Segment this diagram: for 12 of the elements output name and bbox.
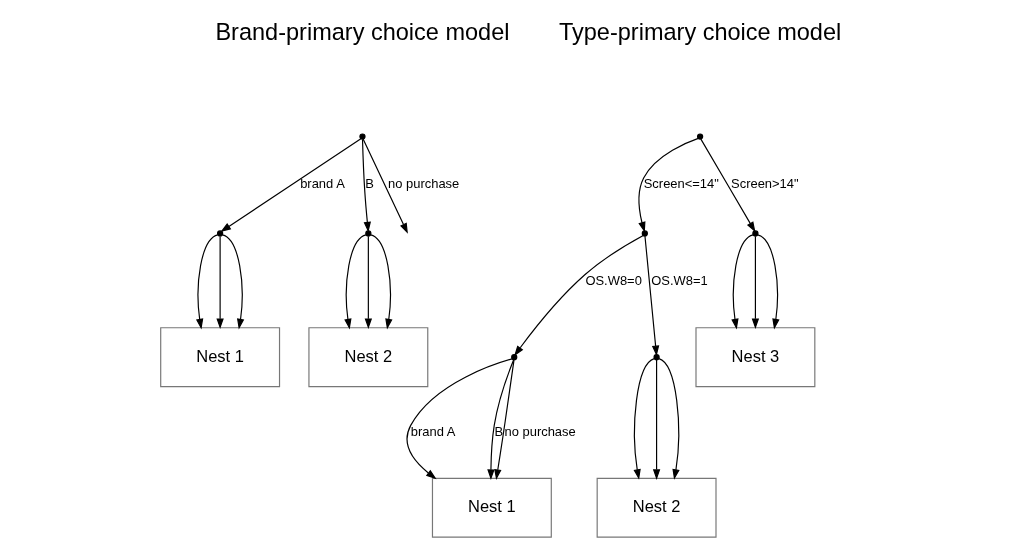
- edge-label: B: [364, 176, 374, 192]
- edge-label: brand A: [410, 423, 455, 439]
- edge-label: no purchase: [387, 176, 459, 192]
- edge-label: Screen<=14": [643, 176, 719, 192]
- edge-label: OS.W8=0: [584, 273, 642, 289]
- edge-label: no purchase: [504, 423, 576, 439]
- edge-label: brand A: [299, 176, 345, 192]
- edge-label: B: [494, 423, 503, 439]
- label: Type-primary choice model: [558, 18, 841, 45]
- edge-label: Screen>14": [730, 176, 799, 192]
- label: Brand-primary choice model: [214, 18, 509, 45]
- edge-label: OS.W8=1: [650, 273, 708, 289]
